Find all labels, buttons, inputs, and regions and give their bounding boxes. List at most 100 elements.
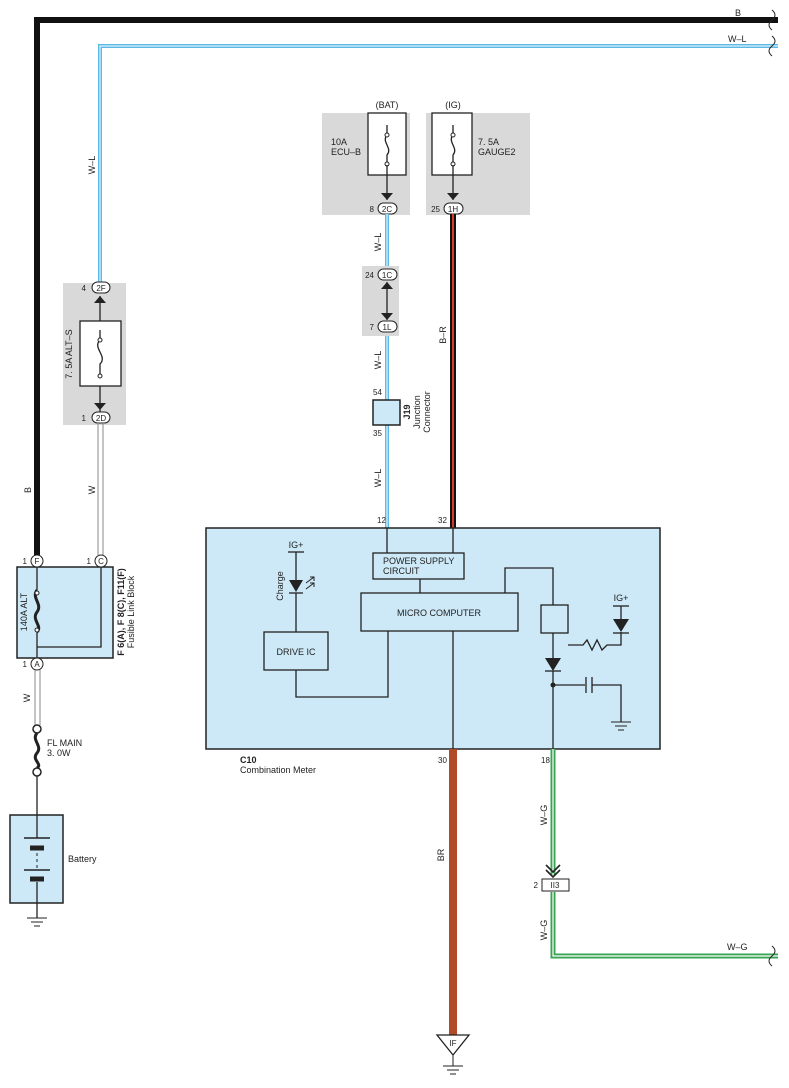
gauge2-fuse-name: GAUGE2 — [478, 147, 516, 157]
power-supply-label-2: CIRCUIT — [383, 566, 420, 576]
ig-plus-label-1: IG+ — [289, 540, 304, 550]
connector-1c — [377, 268, 398, 281]
ground-if-label: IF — [449, 1039, 456, 1048]
charge-label: Charge — [275, 571, 285, 601]
resistor-icon — [568, 632, 622, 652]
connector-fb-f-pin: 1 — [23, 557, 28, 566]
fusible-block-id: F 6(A), F 8(C), F11(F) — [116, 568, 126, 656]
wire-label-top-wl: W–L — [728, 34, 747, 44]
svg-text:2C: 2C — [382, 205, 392, 214]
ecu-b-fuse-amp: 10A — [331, 137, 347, 147]
power-supply-circuit — [372, 552, 465, 580]
wire-break-wl — [768, 35, 776, 57]
meter-pin-12: 12 — [377, 516, 386, 525]
wire-label-bat-wl-2: W–L — [373, 351, 383, 370]
meter-name: Combination Meter — [240, 765, 316, 775]
diode-icon — [545, 658, 561, 671]
svg-text:C: C — [98, 557, 104, 566]
wire-label-bat-w: W — [22, 693, 32, 702]
fusible-link-block — [16, 566, 114, 659]
connector-2f — [91, 281, 111, 294]
transistor-block — [540, 604, 569, 634]
alt-fuse-label: 140A ALT — [19, 592, 29, 631]
meter-id: C10 — [240, 755, 257, 765]
svg-text:1H: 1H — [448, 205, 458, 214]
drive-ic — [263, 631, 329, 671]
alt-s-fuse-label: 7. 5A ALT–S — [64, 329, 74, 378]
drive-ic-label: DRIVE IC — [276, 647, 316, 657]
connector-2f-pin: 4 — [82, 284, 87, 293]
connector-2d — [91, 411, 111, 424]
wire-label-br: BR — [436, 848, 446, 861]
wire-label-bat-wl-3: W–L — [373, 469, 383, 488]
light-emission-icon — [305, 576, 315, 584]
connector-2c-pin: 8 — [370, 205, 375, 214]
connector-1l-pin: 7 — [370, 323, 375, 332]
meter-pin-30: 30 — [438, 756, 447, 765]
micro-computer-label: MICRO COMPUTER — [397, 608, 481, 618]
ground-if-icon — [435, 1034, 471, 1057]
arrow-down-icon — [447, 193, 459, 200]
connector-ii3 — [541, 878, 570, 892]
connector-1l — [377, 320, 398, 333]
fl-main-label-1: FL MAIN — [47, 738, 82, 748]
svg-text:1C: 1C — [382, 271, 392, 280]
micro-computer — [360, 592, 519, 632]
connector-fb-a-pin: 1 — [23, 660, 28, 669]
meter-pin-32: 32 — [438, 516, 447, 525]
alt-fuse-icon — [33, 589, 41, 634]
meter-pin-18: 18 — [541, 756, 550, 765]
ig-source-label: (IG) — [445, 100, 461, 110]
arrow-down-icon — [381, 313, 393, 320]
connector-arrow-icon — [545, 864, 561, 879]
bat-source-label: (BAT) — [376, 100, 399, 110]
arrow-down-icon — [381, 193, 393, 200]
connector-1h-pin: 25 — [431, 205, 440, 214]
svg-text:1L: 1L — [383, 323, 392, 332]
fl-main-fuse-icon — [33, 732, 41, 770]
wire-label-left-w: W — [87, 485, 97, 494]
power-supply-label-1: POWER SUPPLY — [383, 556, 454, 566]
fusible-block-name: Fusible Link Block — [126, 575, 136, 648]
wire-label-bat-wl-1: W–L — [373, 233, 383, 252]
wire-label-left-wl: W–L — [87, 156, 97, 175]
gauge2-fuse-amp: 7. 5A — [478, 137, 499, 147]
wire-break-b — [768, 9, 776, 31]
connector-fb-a — [30, 657, 44, 671]
fl-main-label-2: 3. 0W — [47, 748, 71, 758]
svg-text:A: A — [34, 660, 40, 669]
wire-label-left-b: B — [23, 487, 33, 493]
battery-label: Battery — [68, 854, 97, 864]
svg-text:II3: II3 — [551, 881, 560, 890]
wire-label-top-b: B — [735, 8, 741, 18]
connector-2f-label: 2F — [96, 284, 105, 293]
wire-label-ig-br: B–R — [438, 326, 448, 344]
battery-ground-icon — [27, 917, 47, 927]
top-wl-wire — [98, 44, 778, 282]
top-b-wire — [34, 17, 778, 565]
svg-text:F: F — [35, 557, 40, 566]
j19-name-2: Connector — [422, 391, 432, 433]
j19-name-1: Junction — [412, 395, 422, 429]
connector-ii3-pin: 2 — [534, 881, 539, 890]
wire-label-wg-1: W–G — [539, 805, 549, 826]
wire-label-wg-2: W–G — [539, 920, 549, 941]
connector-fb-c-pin: 1 — [87, 557, 92, 566]
ig-plus-label-2: IG+ — [614, 593, 629, 603]
j19-id: J19 — [402, 404, 412, 419]
wire-break-wg — [768, 945, 776, 967]
connector-2d-pin: 1 — [82, 414, 87, 423]
diode-icon — [613, 619, 629, 632]
connector-1c-pin: 24 — [365, 271, 374, 280]
wire-label-wg-right: W–G — [727, 942, 748, 952]
j19-pin-top: 54 — [373, 388, 382, 397]
meter-ground-icon — [611, 721, 631, 731]
j19-pin-bottom: 35 — [373, 429, 382, 438]
arrow-up-icon — [94, 296, 106, 303]
charge-led-icon — [289, 580, 303, 592]
arrow-down-icon — [94, 403, 106, 410]
j19-junction-connector — [372, 399, 401, 426]
wg-wire — [550, 749, 778, 959]
ecu-b-fuse-name: ECU–B — [331, 147, 361, 157]
